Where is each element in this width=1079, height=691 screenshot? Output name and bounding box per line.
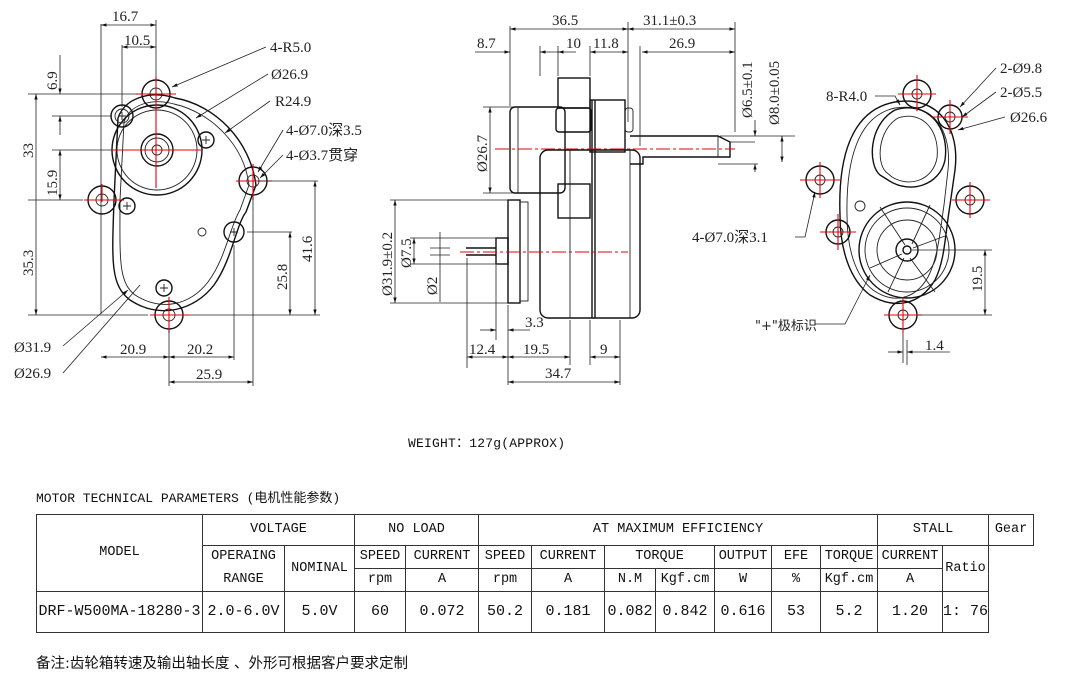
header-me-output: OUTPUT <box>714 545 772 569</box>
cell-gear-ratio: 1: 76 <box>941 591 990 633</box>
callout-2-d5-5: 2-Ø5.5 <box>1000 85 1042 101</box>
weight-label: WEIGHT：127g(APPROX) <box>408 436 566 451</box>
dim-34-7: 34.7 <box>545 366 572 382</box>
cell-me-speed: 50.2 <box>478 591 532 633</box>
callout-4-d7-deep-3-1: 4-Ø7.0深3.1 <box>692 229 768 246</box>
callout-d31-9: Ø31.9 <box>14 340 51 356</box>
unit-nl-current: A <box>405 568 479 592</box>
header-gear-ratio: Ratio <box>941 545 990 592</box>
cell-me-current: 0.181 <box>531 591 605 633</box>
table-row: DRF-W500MA-18280-3 2.0-6.0V 5.0V 60 0.07… <box>36 591 1034 633</box>
header-nominal: NOMINAL <box>284 545 355 592</box>
dim-6-9: 6.9 <box>45 71 61 90</box>
dim-10: 10 <box>566 36 581 52</box>
unit-st-torque: Kgf.cm <box>820 568 878 592</box>
dim-8-7: 8.7 <box>477 36 496 52</box>
dim-d26-7: Ø26.7 <box>475 134 491 172</box>
dim-d8-0: Ø8.0±0.05 <box>767 61 783 125</box>
dim-9: 9 <box>600 342 608 358</box>
dim-1-4: 1.4 <box>925 338 944 354</box>
front-view: 16.7 10.5 6.9 33 15.9 35.3 41.6 25.8 20.… <box>14 9 362 386</box>
callout-r24-9: R24.9 <box>275 94 311 110</box>
dim-19-5-r: 19.5 <box>970 266 986 292</box>
header-me-speed: SPEED <box>478 545 532 569</box>
callout-8-r4: 8-R4.0 <box>826 89 867 105</box>
mechanical-drawing: 16.7 10.5 6.9 33 15.9 35.3 41.6 25.8 20.… <box>14 9 1048 386</box>
callout-d26-9-b: Ø26.9 <box>14 366 51 382</box>
cell-st-current: 1.20 <box>877 591 943 633</box>
header-max-efficiency: AT MAXIMUM EFFICIENCY <box>478 514 878 546</box>
unit-me-speed: rpm <box>478 568 532 592</box>
cell-st-torque: 5.2 <box>820 591 878 633</box>
cell-me-torque-kgf: 0.842 <box>655 591 715 633</box>
dim-35-3: 35.3 <box>21 250 37 276</box>
header-me-current: CURRENT <box>531 545 605 569</box>
footnote: 备注:齿轮箱转速及输出轴长度 、外形可根据客户要求定制 <box>36 656 408 672</box>
header-me-torque: TORQUE <box>604 545 715 569</box>
dim-15-9: 15.9 <box>45 170 61 196</box>
dim-20-2: 20.2 <box>187 342 213 358</box>
callout-4-d3-7-thru: 4-Ø3.7贯穿 <box>286 147 358 164</box>
dim-d2: Ø2 <box>425 277 441 295</box>
cell-model: DRF-W500MA-18280-3 <box>36 591 203 633</box>
unit-me-efe: % <box>771 568 821 592</box>
cell-nl-current: 0.072 <box>405 591 479 633</box>
unit-me-torque-nm: N.M <box>604 568 656 592</box>
dim-d7-5: Ø7.5 <box>399 238 415 268</box>
side-view: 36.5 31.1±0.3 8.7 10 11.8 26.9 Ø6.5±0.1 … <box>380 13 795 385</box>
dim-12-4: 12.4 <box>469 342 496 358</box>
unit-nl-speed: rpm <box>354 568 406 592</box>
callout-polarity-mark: "+"极标识 <box>755 319 817 334</box>
unit-me-current: A <box>531 568 605 592</box>
dim-20-9: 20.9 <box>120 342 146 358</box>
header-nl-speed: SPEED <box>354 545 406 569</box>
header-stall: STALL <box>876 514 990 546</box>
callout-d26-9: Ø26.9 <box>271 67 308 83</box>
dim-25-9: 25.9 <box>196 367 222 383</box>
callout-d26-6: Ø26.6 <box>1010 110 1048 126</box>
dim-d6-5: Ø6.5±0.1 <box>740 61 756 118</box>
rear-view: 2-Ø9.8 2-Ø5.5 Ø26.6 8-R4.0 4-Ø7.0深3.1 "+… <box>692 61 1048 365</box>
cell-nominal: 5.0V <box>284 591 355 633</box>
header-me-efe: EFE <box>771 545 821 569</box>
callout-2-d9-8: 2-Ø9.8 <box>1000 61 1042 77</box>
dim-41-6: 41.6 <box>300 235 316 262</box>
dim-26-9: 26.9 <box>669 36 695 52</box>
dim-3-3: 3.3 <box>525 315 544 331</box>
header-operating: OPERAING <box>202 545 285 569</box>
cell-operating-range: 2.0-6.0V <box>202 591 285 633</box>
cell-me-torque-nm: 0.082 <box>604 591 656 633</box>
cell-nl-speed: 60 <box>354 591 406 633</box>
cell-me-efe: 53 <box>771 591 821 633</box>
dim-25-8: 25.8 <box>275 264 291 290</box>
dim-d31-9: Ø31.9±0.2 <box>380 232 396 296</box>
dim-16-7: 16.7 <box>112 9 139 25</box>
callout-4-r5: 4-R5.0 <box>270 40 311 56</box>
header-no-load: NO LOAD <box>354 514 479 546</box>
dim-36-5: 36.5 <box>552 13 578 29</box>
dim-10-5: 10.5 <box>124 33 150 49</box>
unit-me-torque-kgf: Kgf.cm <box>655 568 715 592</box>
motor-parameters-table: MODEL VOLTAGE NO LOAD AT MAXIMUM EFFICIE… <box>36 514 1035 633</box>
header-nl-current: CURRENT <box>405 545 479 569</box>
dim-31-1: 31.1±0.3 <box>643 13 696 29</box>
dim-33: 33 <box>21 143 37 158</box>
unit-st-current: A <box>877 568 943 592</box>
dim-19-5: 19.5 <box>523 342 549 358</box>
header-st-current: CURRENT <box>877 545 943 569</box>
header-model: MODEL <box>36 514 203 592</box>
header-range: RANGE <box>202 568 285 592</box>
header-voltage: VOLTAGE <box>202 514 355 546</box>
table-title: MOTOR TECHNICAL PARAMETERS (电机性能参数) <box>36 491 341 506</box>
unit-me-output: W <box>714 568 772 592</box>
cell-me-output: 0.616 <box>714 591 772 633</box>
dim-11-8: 11.8 <box>593 36 619 52</box>
header-st-torque: TORQUE <box>820 545 878 569</box>
header-gear: Gear <box>988 514 1035 546</box>
callout-4-d7-deep: 4-Ø7.0深3.5 <box>286 122 362 139</box>
